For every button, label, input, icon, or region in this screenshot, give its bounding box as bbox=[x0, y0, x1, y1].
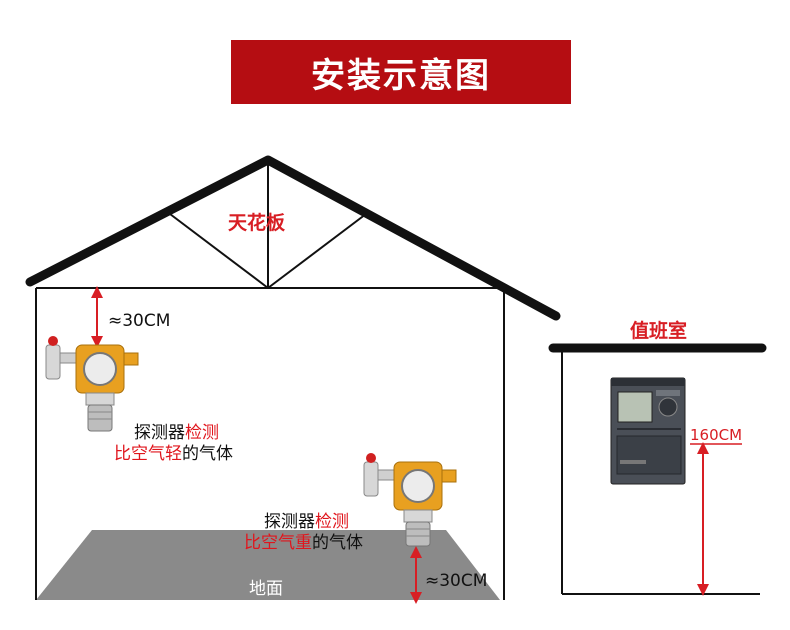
page-title: 安装示意图 bbox=[311, 55, 491, 96]
detector-lower-caption-black: 探测器 bbox=[264, 512, 315, 532]
detector-upper-caption-red: 检测 bbox=[185, 423, 219, 443]
detector-upper-caption-line2: 比空气轻的气体 bbox=[114, 443, 233, 465]
detector-upper-caption-black: 探测器 bbox=[134, 423, 185, 443]
bottom-distance-label: ≈30CM bbox=[425, 571, 488, 591]
roof bbox=[25, 155, 561, 321]
title-banner: 安装示意图 bbox=[231, 40, 571, 104]
gas-detector-upper bbox=[45, 336, 139, 432]
detector-upper-caption-line1: 探测器检测 bbox=[134, 422, 219, 444]
duty-room-label: 值班室 bbox=[630, 320, 688, 342]
detector-lower-caption-red: 检测 bbox=[315, 512, 349, 532]
alarm-controller bbox=[610, 377, 686, 485]
ceiling-label: 天花板 bbox=[228, 212, 286, 234]
truss-right bbox=[267, 213, 367, 289]
detector-upper-gas-type: 比空气轻 bbox=[114, 444, 182, 464]
controller-height-label: 160CM bbox=[690, 426, 743, 444]
floor-surface bbox=[36, 530, 500, 600]
top-distance-label: ≈30CM bbox=[108, 311, 171, 331]
detector-lower-gas-suffix: 的气体 bbox=[312, 533, 363, 553]
detector-lower-caption-line1: 探测器检测 bbox=[264, 511, 349, 533]
truss-left bbox=[169, 213, 269, 289]
gas-detector-lower bbox=[363, 453, 457, 547]
detector-lower-gas-type: 比空气重 bbox=[244, 533, 312, 553]
detector-upper-gas-suffix: 的气体 bbox=[182, 444, 233, 464]
detector-lower-caption-line2: 比空气重的气体 bbox=[244, 532, 363, 554]
floor-label: 地面 bbox=[249, 579, 283, 599]
